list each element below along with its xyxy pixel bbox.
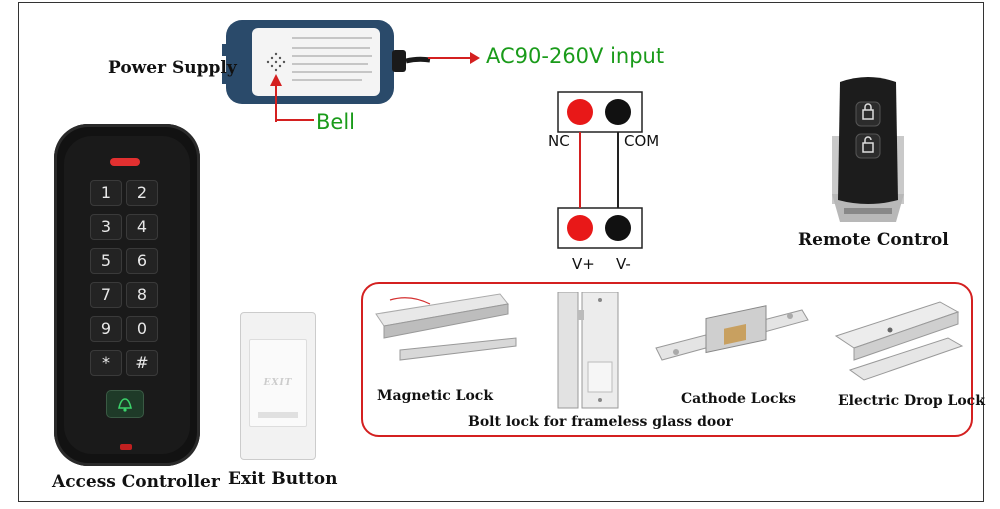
bell-icon [118, 398, 132, 412]
bolt-lock-label: Bolt lock for frameless glass door [468, 414, 733, 430]
power-supply-label: Power Supply [108, 58, 237, 78]
exit-button-device: EXIT [240, 312, 316, 460]
cathode-lock-icon [655, 305, 809, 361]
exit-button-label: Exit Button [228, 469, 338, 489]
electric-drop-lock-label: Electric Drop Lock [838, 393, 985, 409]
keypad-key-7[interactable]: 7 [90, 282, 122, 308]
keypad-key-1[interactable]: 1 [90, 180, 122, 206]
v-minus-label: V- [616, 255, 631, 273]
bell-arrow [270, 74, 314, 122]
keypad-key-star[interactable]: * [90, 350, 122, 376]
keypad-key-8[interactable]: 8 [126, 282, 158, 308]
electric-drop-lock-icon [834, 301, 964, 381]
remote-control-label: Remote Control [798, 230, 949, 250]
keypad-key-0[interactable]: 0 [126, 316, 158, 342]
keypad-key-5[interactable]: 5 [90, 248, 122, 274]
wiring-terminals [557, 91, 643, 249]
exit-button-face[interactable]: EXIT [249, 339, 307, 427]
keypad-key-2[interactable]: 2 [126, 180, 158, 206]
keypad-key-3[interactable]: 3 [90, 214, 122, 240]
status-led [110, 158, 140, 166]
bell-label: Bell [316, 110, 355, 134]
diagram-frame [18, 2, 984, 502]
keypad-key-6[interactable]: 6 [126, 248, 158, 274]
com-label: COM [624, 132, 660, 150]
access-controller-label: Access Controller [52, 472, 220, 492]
locks-group [361, 282, 973, 437]
exit-face-text: EXIT [263, 378, 293, 388]
keypad-key-4[interactable]: 4 [126, 214, 158, 240]
magnetic-lock-icon [375, 293, 517, 361]
nc-label: NC [548, 132, 570, 150]
bell-key[interactable] [106, 390, 144, 418]
bolt-lock-icon [557, 292, 619, 409]
keypad-key-9[interactable]: 9 [90, 316, 122, 342]
v-plus-label: V+ [572, 255, 595, 273]
ac-input-label: AC90-260V input [486, 44, 665, 68]
power-supply-icon [222, 20, 431, 104]
cathode-lock-label: Cathode Locks [681, 391, 797, 407]
magnetic-lock-label: Magnetic Lock [377, 388, 494, 404]
keypad-key-hash[interactable]: # [126, 350, 158, 376]
remote-control-icon [832, 77, 904, 222]
bottom-led [120, 444, 132, 450]
ac-input-arrow [428, 52, 480, 64]
